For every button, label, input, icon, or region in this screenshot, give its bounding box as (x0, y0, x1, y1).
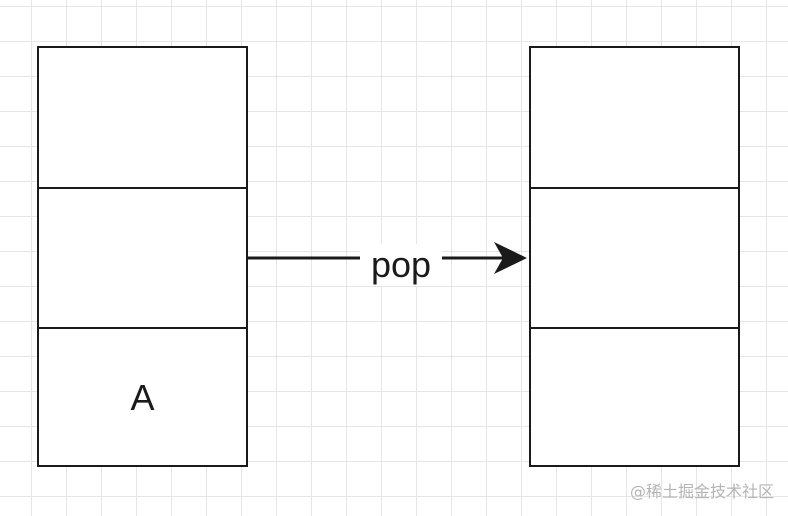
pop-edge-label: pop (360, 244, 442, 286)
left-stack-cell-bottom: A (39, 327, 246, 467)
right-stack (529, 46, 740, 467)
right-stack-cell-bottom (531, 327, 738, 467)
watermark: @稀土掘金技术社区 (629, 482, 774, 501)
pop-arrow-head-icon (494, 242, 527, 274)
left-stack: A (37, 46, 248, 467)
left-stack-cell-top (39, 48, 246, 188)
right-stack-cell-top (531, 48, 738, 188)
left-stack-cell-middle (39, 187, 246, 327)
right-stack-cell-middle (531, 187, 738, 327)
